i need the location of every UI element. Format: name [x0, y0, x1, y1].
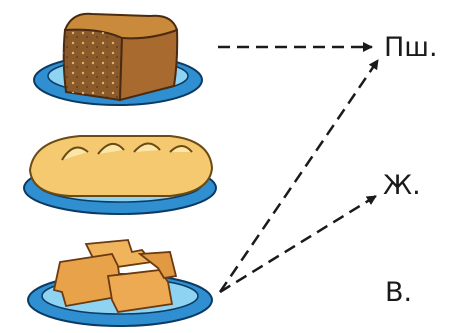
crackers-icon	[52, 239, 178, 313]
label-v: В.	[385, 277, 413, 308]
arrow-crackers-to-psh	[218, 59, 380, 293]
label-psh: Пш.	[384, 32, 438, 63]
rye-bread-icon	[62, 12, 179, 102]
arrow-crackers-to-zh	[219, 194, 377, 294]
white-loaf-icon	[28, 135, 214, 197]
label-zh: Ж.	[383, 170, 421, 201]
